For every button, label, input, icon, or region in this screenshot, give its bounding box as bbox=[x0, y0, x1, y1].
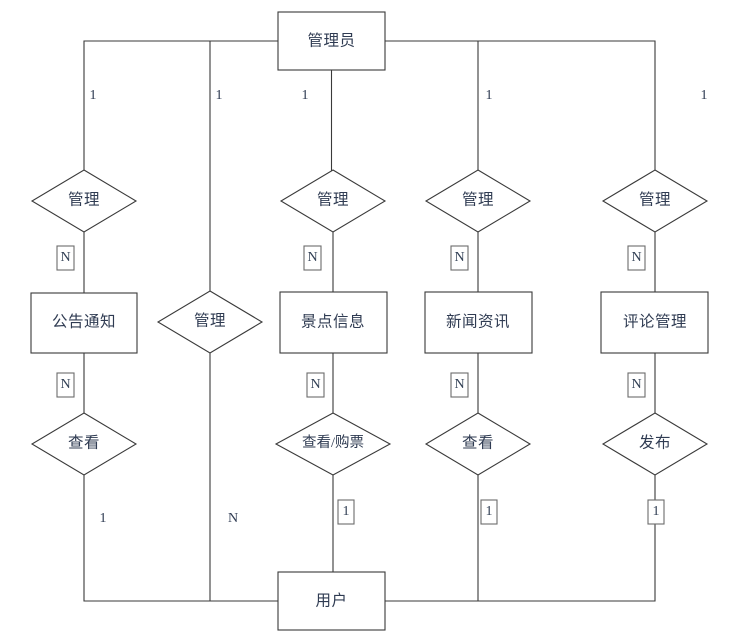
cardinality-frame-comment-n-bot bbox=[627, 372, 646, 398]
entity-news[interactable] bbox=[424, 291, 533, 354]
relationship-manage-user[interactable] bbox=[156, 290, 264, 354]
relationship-view-notice[interactable] bbox=[30, 412, 138, 476]
cardinality-frame-news-n-top bbox=[450, 245, 469, 271]
connector-publish-to-user bbox=[477, 474, 656, 602]
relationship-manage-notice[interactable] bbox=[30, 169, 138, 233]
entity-notice[interactable] bbox=[30, 292, 138, 354]
entity-admin[interactable] bbox=[277, 11, 386, 71]
connector-view-notice-to-user bbox=[83, 474, 279, 602]
relationship-manage-comment[interactable] bbox=[601, 169, 709, 233]
connector-admin-bus-right bbox=[384, 40, 656, 171]
entity-comment[interactable] bbox=[600, 291, 709, 354]
cardinality-frame-comment-n-top bbox=[627, 245, 646, 271]
connector-admin-bus-left bbox=[83, 40, 279, 171]
connector-view-news-to-user bbox=[384, 474, 479, 602]
cardinality-frame-user-comment bbox=[647, 499, 665, 525]
relationship-view-news[interactable] bbox=[424, 412, 532, 476]
relationship-manage-news[interactable] bbox=[424, 169, 532, 233]
cardinality-frame-notice-n-bot bbox=[56, 372, 75, 398]
cardinality-frame-scenic-n-top bbox=[303, 245, 322, 271]
cardinality-frame-scenic-n-bot bbox=[306, 372, 325, 398]
entity-scenic[interactable] bbox=[279, 291, 388, 354]
relationship-publish-comment[interactable] bbox=[601, 412, 709, 476]
relationship-manage-scenic[interactable] bbox=[279, 169, 387, 233]
entity-user[interactable] bbox=[277, 571, 386, 631]
cardinality-frame-notice-n-top bbox=[56, 245, 75, 271]
cardinality-frame-news-n-bot bbox=[450, 372, 469, 398]
cardinality-frame-user-news bbox=[480, 499, 498, 525]
cardinality-frame-user-scenic bbox=[337, 499, 355, 525]
relationship-view-buy-scenic[interactable] bbox=[274, 412, 392, 476]
